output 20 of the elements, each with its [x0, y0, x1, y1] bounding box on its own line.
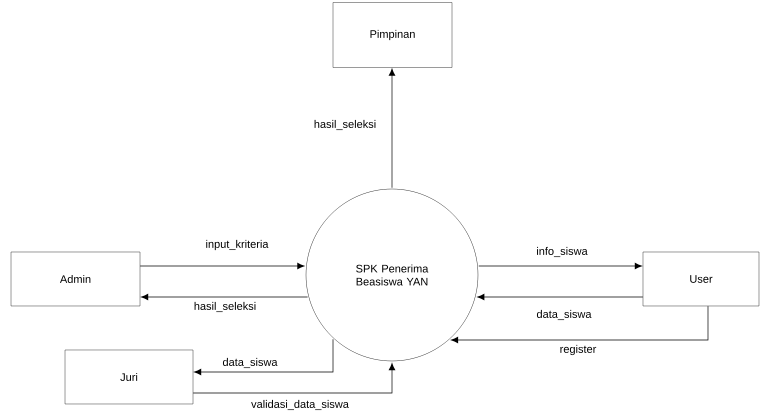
- edge-label: hasil_seleksi: [312, 118, 378, 132]
- arrow: [194, 338, 334, 376]
- arrow: [477, 294, 644, 300]
- entity-box: Juri: [64, 350, 194, 404]
- entity-box: Admin: [10, 252, 140, 306]
- edge-label: info_siswa: [535, 246, 589, 258]
- edge-label: hasil_seleksi: [192, 300, 258, 314]
- edge-label: data_siswa: [222, 356, 279, 370]
- edge-label: input_kriteria: [204, 238, 270, 252]
- arrow: [141, 294, 308, 300]
- arrow: [451, 306, 708, 344]
- edge-label: validasi_data_siswa: [250, 398, 350, 412]
- entity-box: Pimpinan: [332, 2, 452, 68]
- edge-label: data_siswa: [535, 308, 593, 322]
- arrow: [388, 68, 396, 188]
- entity-box: User: [642, 252, 760, 306]
- edge-label: register: [558, 344, 598, 356]
- arrow: [478, 262, 642, 270]
- arrow: [140, 262, 304, 270]
- arrow: [192, 363, 396, 394]
